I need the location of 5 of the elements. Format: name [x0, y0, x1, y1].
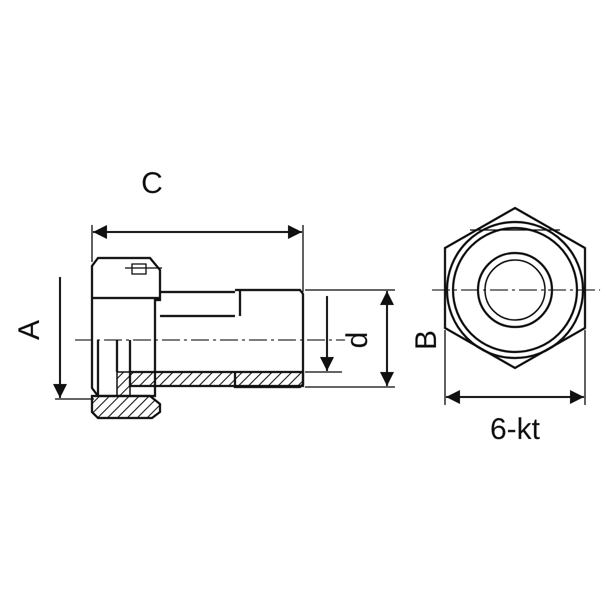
dimension-label: d [343, 332, 373, 348]
dimension-label: A [15, 320, 45, 340]
dimension-label: B [412, 330, 442, 350]
dimension-label: C [141, 169, 163, 199]
dimension-label: 6-kt [490, 415, 540, 445]
